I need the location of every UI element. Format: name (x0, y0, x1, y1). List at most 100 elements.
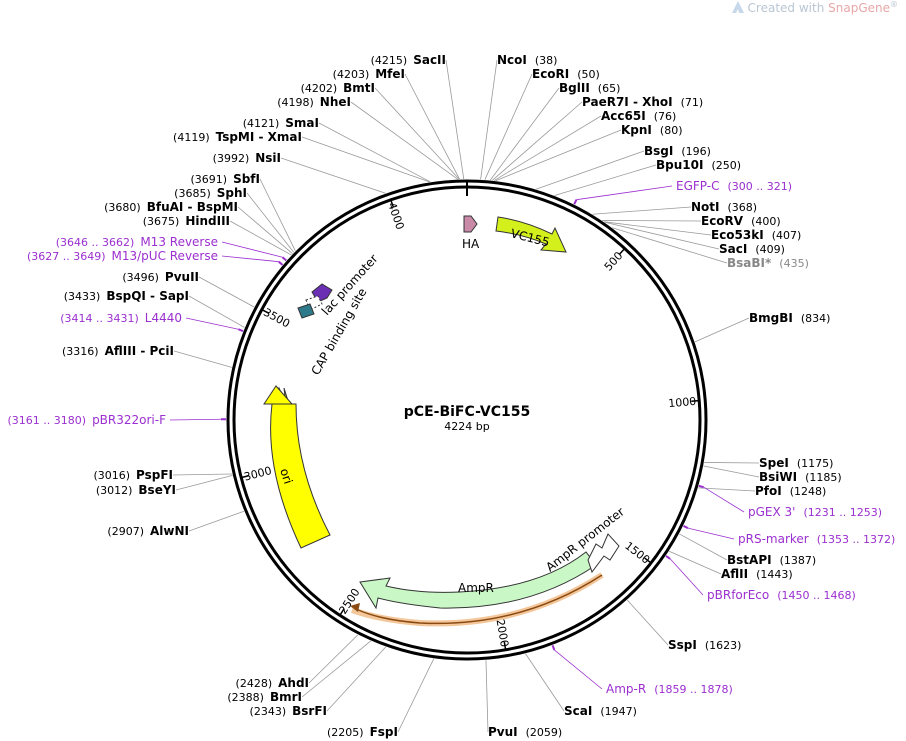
enzyme-name-saci: SacI (719, 242, 747, 256)
enzyme-site-ecorv[interactable]: EcoRV(400) (701, 214, 781, 228)
enzyme-site-acc65i[interactable]: Acc65I(76) (601, 109, 676, 123)
enzyme-site-scai[interactable]: ScaI(1947) (564, 704, 637, 718)
enzyme-pos-bseyi: (3012) (96, 484, 133, 497)
enzyme-site-bsrfi[interactable]: BsrFI(2343) (250, 704, 327, 718)
feature-vc155-arrow[interactable] (495, 216, 567, 253)
feature-ampr-promoter-arrow[interactable] (587, 533, 620, 574)
tick-mark-1000 (691, 399, 700, 403)
primer-pos-pgex3: (1231 .. 1253) (803, 506, 882, 519)
enzyme-site-bmri[interactable]: BmrI(2388) (227, 690, 302, 704)
enzyme-pos-pvuii: (3496) (122, 271, 159, 284)
enzyme-site-nhei[interactable]: NheI(4198) (277, 95, 351, 109)
primer-leader-pbr322ori-f (169, 418, 222, 421)
enzyme-site-smai[interactable]: SmaI(4121) (243, 116, 319, 130)
enzyme-site-tspmi[interactable]: TspMI - XmaI(4119) (173, 130, 302, 144)
primer-egfp-c[interactable]: EGFP-C(300 .. 321) (676, 179, 792, 193)
enzyme-site-noti[interactable]: NotI(368) (691, 200, 757, 214)
enzyme-site-spei[interactable]: SpeI(1175) (759, 456, 833, 470)
leader-line-bsrfi (326, 646, 387, 712)
primer-name-amp-r: Amp-R (606, 682, 646, 696)
enzyme-name-sbfi: SbfI (233, 172, 260, 186)
enzyme-site-pvui[interactable]: PvuI(2059) (488, 725, 562, 739)
tick-mark-3500 (261, 308, 270, 315)
enzyme-name-aflIII: AflIII - PciI (105, 344, 174, 358)
ampr-strand-arrow (355, 574, 603, 625)
leader-line-ecori (484, 73, 533, 180)
primer-pbrforeco[interactable]: pBRforEco(1450 .. 1468) (707, 588, 856, 602)
enzyme-pos-paer7i: (71) (681, 96, 704, 109)
feature-cap-site-box[interactable] (297, 303, 315, 319)
leader-line-sphi (246, 192, 295, 253)
primer-l4440[interactable]: L4440(3414 .. 3431) (60, 311, 182, 325)
enzyme-site-bspqi[interactable]: BspQI - SapI(3433) (64, 289, 189, 303)
leader-line-bpu10i (554, 164, 657, 196)
primer-prs-marker[interactable]: pRS-marker(1353 .. 1372) (738, 532, 895, 546)
enzyme-site-aflIII[interactable]: AflIII - PciI(3316) (62, 344, 174, 358)
enzyme-pos-aflii: (1443) (756, 568, 793, 581)
primer-pgex3[interactable]: pGEX 3'(1231 .. 1253) (748, 505, 882, 519)
primer-name-m13-puc-reverse: M13/pUC Reverse (112, 249, 219, 263)
enzyme-site-bglii[interactable]: BglII(65) (559, 81, 620, 95)
enzyme-site-eco53ki[interactable]: Eco53kI(407) (711, 228, 801, 242)
enzyme-site-sphi[interactable]: SphI (3685) (174, 186, 247, 200)
leader-line-aflii (668, 550, 722, 575)
enzyme-site-sacii[interactable]: SacII(4215) (371, 53, 446, 67)
enzyme-name-pfoi: PfoI (755, 484, 782, 498)
enzyme-site-pvuii[interactable]: PvuII(3496) (122, 270, 199, 284)
enzyme-site-ncoi[interactable]: NcoI(38) (497, 53, 557, 67)
feature-ampr-arrow[interactable] (359, 551, 597, 610)
primer-mark-pbrforeco (665, 555, 671, 560)
enzyme-site-bpu10i[interactable]: Bpu10I(250) (656, 158, 741, 172)
enzyme-site-bsabi[interactable]: BsaBI*(435) (727, 256, 809, 270)
enzyme-site-bstapi[interactable]: BstAPI(1387) (727, 553, 816, 567)
enzyme-pos-pfoi: (1248) (790, 485, 827, 498)
enzyme-site-pfoi[interactable]: PfoI (1248) (755, 484, 826, 498)
enzyme-pos-ncoi: (38) (535, 54, 558, 67)
feature-ori-head (263, 385, 294, 405)
enzyme-site-fspi[interactable]: FspI(2205) (327, 725, 398, 739)
enzyme-site-pspfi[interactable]: PspFI(3016) (93, 468, 173, 482)
tick-mark-2000 (503, 641, 507, 650)
primer-amp-r[interactable]: Amp-R(1859 .. 1878) (606, 682, 733, 696)
tick-label-500: 500 (602, 249, 626, 273)
primer-pos-m13-reverse: (3646 .. 3662) (56, 236, 135, 249)
enzyme-site-bsgi[interactable]: BsgI(196) (644, 144, 711, 158)
leader-line-eco53ki (604, 221, 712, 236)
enzyme-name-tspmi: TspMI - XmaI (216, 130, 302, 144)
enzyme-name-bseyi: BseYI (138, 483, 176, 497)
enzyme-site-hindiii[interactable]: HindIII(3675) (143, 214, 230, 228)
enzyme-site-kpni[interactable]: KpnI(80) (621, 123, 683, 137)
primer-pbr322ori-f[interactable]: pBR322ori-F(3161 .. 3180) (8, 413, 167, 427)
primer-name-l4440: L4440 (145, 311, 182, 325)
enzyme-site-sbfi[interactable]: SbfI(3691) (191, 172, 261, 186)
enzyme-site-bfuai[interactable]: BfuAI - BspMI(3680) (104, 200, 238, 214)
enzyme-pos-bpu10i: (250) (711, 159, 741, 172)
leader-line-pvui (485, 660, 489, 733)
enzyme-site-bseyi[interactable]: BseYI (3012) (96, 483, 176, 497)
enzyme-site-ahdi[interactable]: AhdI(2428) (236, 676, 309, 690)
enzyme-pos-sphi: (3685) (174, 187, 211, 200)
enzyme-site-nsii[interactable]: NsiI(3992) (213, 151, 281, 165)
enzyme-name-sphi: SphI (217, 186, 247, 200)
leader-line-bsiwi (703, 465, 760, 478)
primer-mark-egfp-c (573, 199, 578, 205)
enzyme-site-paer7i[interactable]: PaeR7I - XhoI(71) (582, 95, 703, 109)
enzyme-site-bsiwi[interactable]: BsiWI(1185) (759, 470, 842, 484)
enzyme-name-hindiii: HindIII (185, 214, 230, 228)
snapgene-watermark: Created with SnapGene® (731, 0, 898, 15)
enzyme-site-ecori[interactable]: EcoRI(50) (532, 67, 600, 81)
enzyme-site-mfei[interactable]: MfeI(4203) (333, 67, 405, 81)
primer-m13-puc-reverse[interactable]: M13/pUC Reverse(3627 .. 3649) (27, 249, 218, 263)
enzyme-pos-noti: (368) (728, 201, 758, 214)
enzyme-site-bmti[interactable]: BmtI(4202) (301, 81, 375, 95)
enzyme-site-sspi[interactable]: SspI(1623) (668, 638, 741, 652)
feature-ha-arrow[interactable] (463, 215, 478, 233)
enzyme-pos-smai: (4121) (243, 117, 280, 130)
enzyme-site-alwni[interactable]: AlwNI(2907) (107, 524, 189, 538)
watermark-prefix: Created with (747, 1, 829, 15)
primer-m13-reverse[interactable]: M13 Reverse(3646 .. 3662) (56, 235, 218, 249)
enzyme-site-saci[interactable]: SacI(409) (719, 242, 785, 256)
enzyme-site-aflii[interactable]: AflII(1443) (721, 567, 793, 581)
enzyme-site-bmgbi[interactable]: BmgBI(834) (749, 311, 830, 325)
feature-ori-arrow[interactable] (270, 386, 331, 549)
